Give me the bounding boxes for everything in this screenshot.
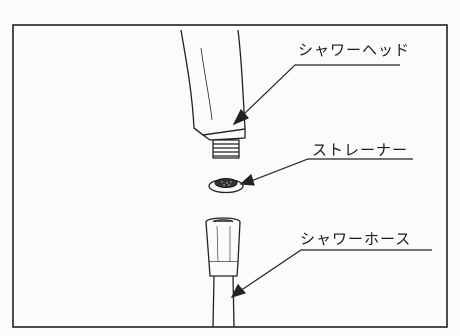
label-strainer: ストレーナー — [312, 141, 409, 159]
diagram-frame — [12, 24, 448, 328]
shower-head-illustration — [180, 29, 246, 159]
leader-lines — [230, 64, 432, 298]
label-shower-head: シャワーヘッド — [298, 41, 411, 59]
shower-hose-illustration — [205, 217, 241, 328]
label-shower-hose: シャワーホース — [300, 230, 412, 248]
strainer-illustration — [208, 178, 244, 194]
